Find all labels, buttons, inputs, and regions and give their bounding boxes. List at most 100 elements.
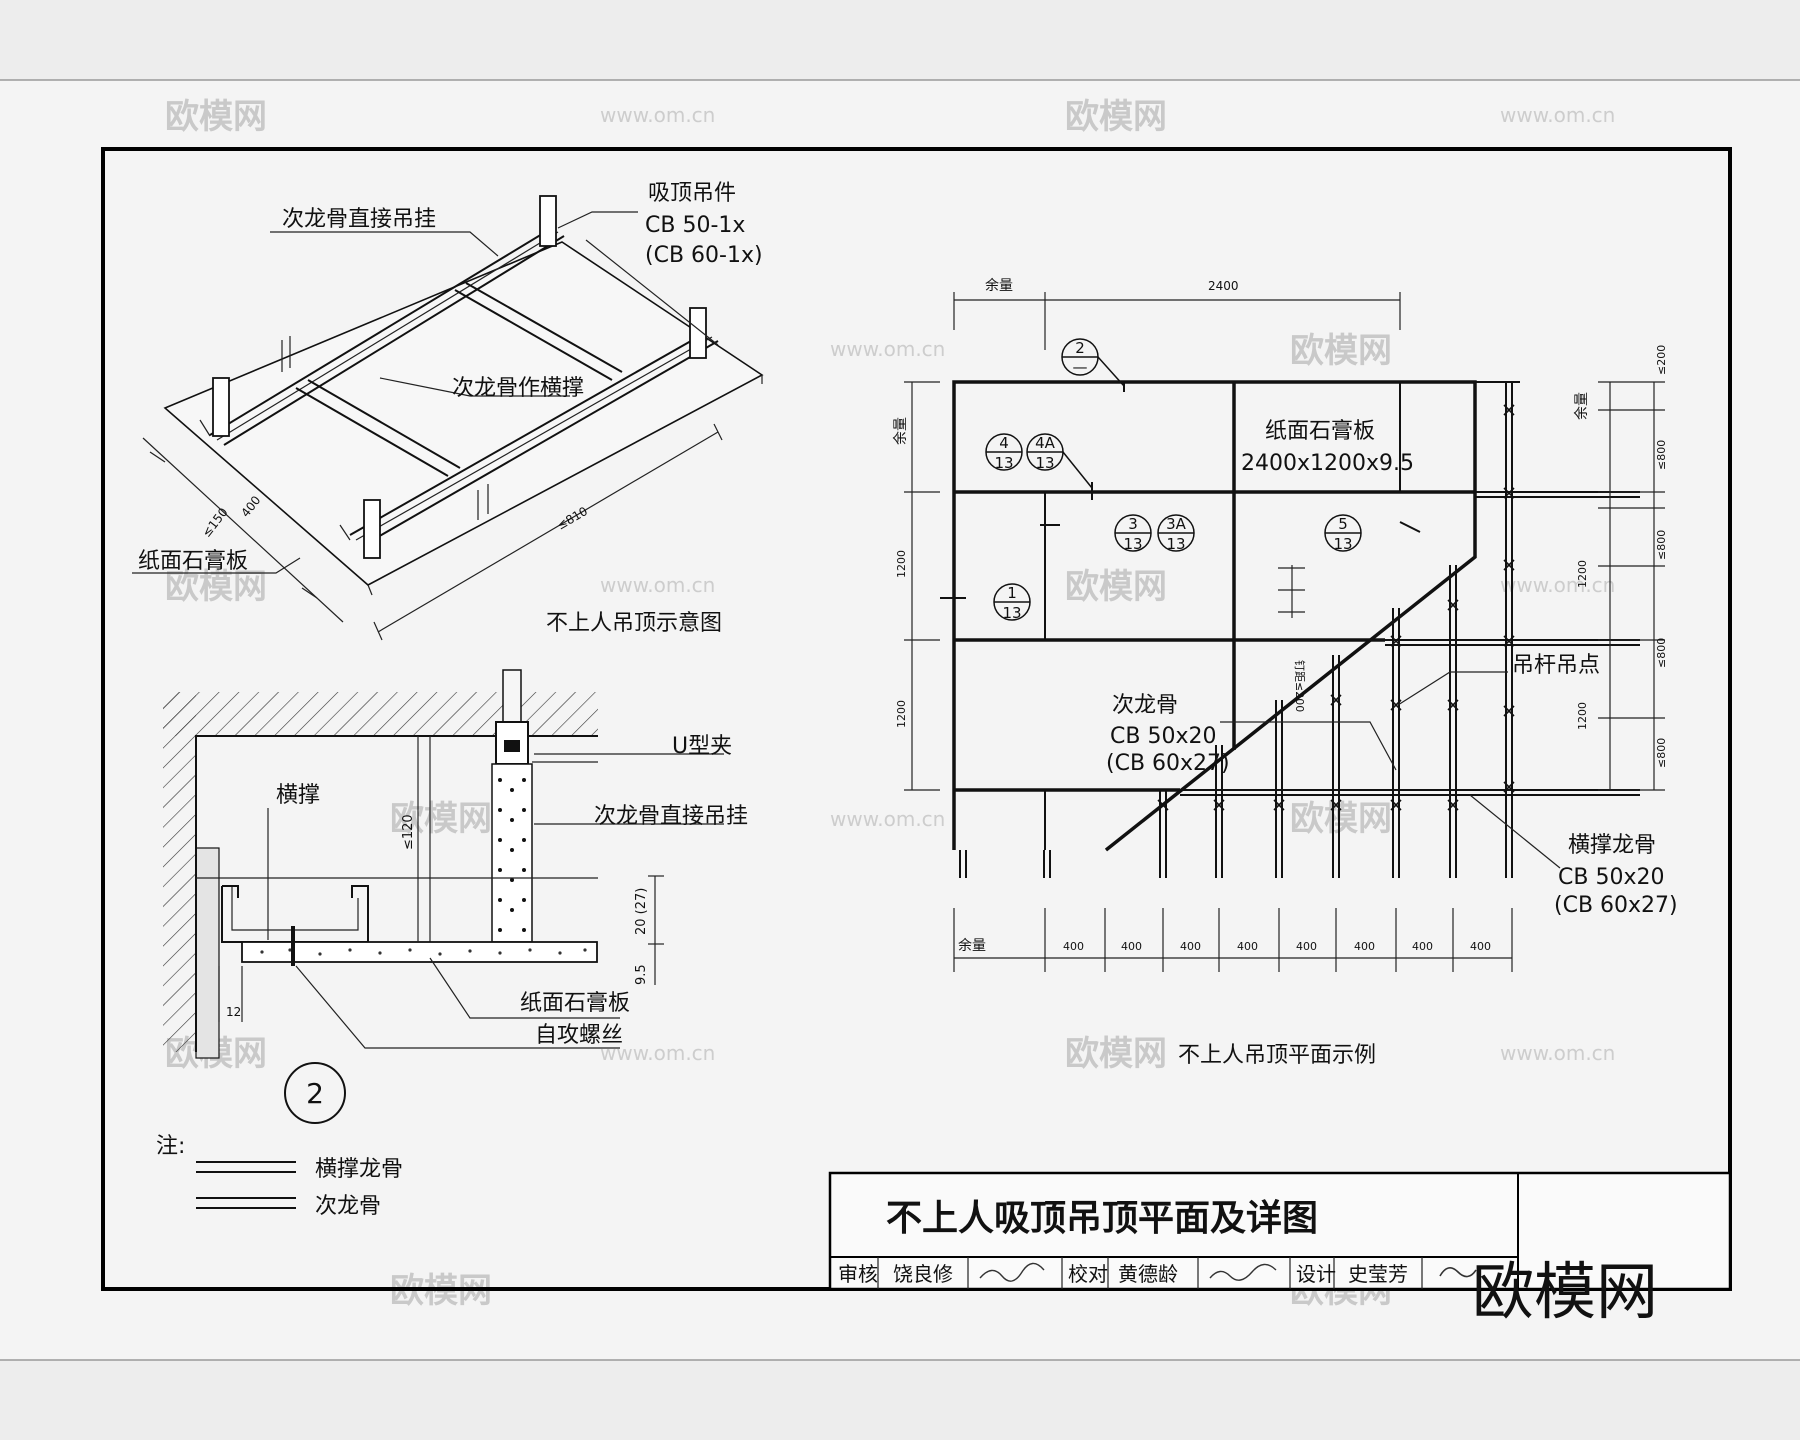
section-bubbles <box>985 338 1362 621</box>
wall <box>163 692 196 1052</box>
detail-marker <box>284 1062 346 1124</box>
watermark-text: 欧模网 <box>1065 1034 1167 1074</box>
signature <box>1439 1267 1477 1278</box>
watermark-url: www.om.cn <box>830 807 945 831</box>
bubble-bottom: 13 <box>1333 535 1352 553</box>
isometric-caption: 不上人吊顶示意图 <box>546 611 722 636</box>
secondary-label: 次龙骨 <box>1112 693 1178 718</box>
svg-text:400: 400 <box>1063 940 1084 953</box>
plan-board-label: 纸面石膏板 <box>1265 419 1375 444</box>
detail-number: 2 <box>306 1077 324 1110</box>
designer: 史莹芳 <box>1348 1262 1408 1286</box>
svg-text:≤800: ≤800 <box>1655 738 1668 768</box>
section-detail: ≤120 20 (27) 9.5 12 横撑 U型夹 次龙骨直接吊挂 纸面石膏板… <box>163 669 748 1124</box>
watermark-text: 欧模网 <box>165 97 267 137</box>
bubble-top: 2 <box>1075 339 1085 357</box>
svg-text:400: 400 <box>1296 940 1317 953</box>
check-label: 校对 <box>1068 1262 1108 1286</box>
watermark-text: 欧模网 <box>390 799 492 839</box>
svg-text:400: 400 <box>1237 940 1258 953</box>
wall-finish <box>195 847 220 1059</box>
legend-secondary: 次龙骨 <box>315 1194 381 1219</box>
label-direct-hang: 次龙骨直接吊挂 <box>594 804 748 829</box>
spacing-note: 钉距≤200 <box>1293 660 1306 712</box>
brace-label: 横撑龙骨 <box>1568 833 1656 858</box>
legend: 注: 横撑龙骨 次龙骨 <box>156 1134 403 1219</box>
svg-text:≤800: ≤800 <box>1655 440 1668 470</box>
bubble-bottom: — <box>1073 358 1088 376</box>
label-board: 纸面石膏板 <box>138 549 248 574</box>
svg-text:1200: 1200 <box>1576 702 1589 730</box>
plan-view: 钉距≤200 余量 2400 余量 1200 1200 <box>892 277 1678 1068</box>
design-label: 设计 <box>1296 1262 1336 1286</box>
sheet-title: 不上人吸顶吊顶平面及详图 <box>886 1198 1318 1239</box>
svg-text:20 (27): 20 (27) <box>634 888 649 935</box>
svg-text:400: 400 <box>1470 940 1491 953</box>
label-hanger-code1: CB 50-1x <box>645 213 745 238</box>
brace-code1: CB 50x20 <box>1558 865 1664 890</box>
svg-text:≤800: ≤800 <box>1655 530 1668 560</box>
bubble-top: 1 <box>1007 584 1017 602</box>
bubble-top: 4A <box>1035 434 1056 452</box>
watermark-url: www.om.cn <box>1500 1041 1615 1065</box>
label-screw: 自攻螺丝 <box>535 1023 623 1048</box>
hanger-point-label: 吊杆吊点 <box>1512 653 1600 678</box>
watermark-url: www.om.cn <box>600 103 715 127</box>
watermark-text: 欧模网 <box>1290 331 1392 371</box>
label-u-clip: U型夹 <box>672 734 732 759</box>
secondary-code2: (CB 60x27) <box>1106 751 1230 776</box>
label-direct-hang: 次龙骨直接吊挂 <box>282 207 436 232</box>
watermark-url: www.om.cn <box>600 1041 715 1065</box>
plan-board-size: 2400x1200x9.5 <box>1241 451 1414 476</box>
plan-caption: 不上人吊顶平面示例 <box>1178 1043 1376 1068</box>
label-brace: 横撑 <box>276 783 320 808</box>
bubble-top: 3 <box>1128 515 1138 533</box>
svg-text:1200: 1200 <box>1576 560 1589 588</box>
svg-text:400: 400 <box>1354 940 1375 953</box>
svg-text:≤800: ≤800 <box>1655 638 1668 668</box>
bubble-top: 4 <box>999 434 1009 452</box>
signature <box>979 1262 1045 1282</box>
left-margin: 余量 <box>892 417 909 445</box>
label-hanger-code2: (CB 60-1x) <box>645 243 763 268</box>
watermark-url: www.om.cn <box>1500 573 1615 597</box>
review-label: 审核 <box>838 1262 878 1286</box>
bubble-bottom: 13 <box>1035 454 1054 472</box>
label-hanger: 吸顶吊件 <box>648 181 736 206</box>
title-block: 不上人吸顶吊顶平面及详图 审核 饶良修 校对 黄德龄 设计 史莹芳 <box>828 1171 1732 1291</box>
svg-text:400: 400 <box>1412 940 1433 953</box>
svg-text:1200: 1200 <box>895 700 908 728</box>
top-margin: 余量 <box>985 277 1013 294</box>
watermark-text: 欧模网 <box>1065 97 1167 137</box>
bottom-margin: 余量 <box>958 937 986 954</box>
top-width: 2400 <box>1208 279 1239 293</box>
legend-brace: 横撑龙骨 <box>315 1157 403 1182</box>
secondary-code1: CB 50x20 <box>1110 724 1216 749</box>
svg-text:9.5: 9.5 <box>634 964 649 985</box>
label-board: 纸面石膏板 <box>520 991 630 1016</box>
watermark-url: www.om.cn <box>830 337 945 361</box>
svg-text:1200: 1200 <box>895 550 908 578</box>
label-cross-brace: 次龙骨作横撑 <box>452 376 584 401</box>
gypsum-board <box>241 941 598 963</box>
svg-text:≤200: ≤200 <box>1655 345 1668 375</box>
bubble-bottom: 13 <box>994 454 1013 472</box>
ceiling-slab <box>163 692 598 736</box>
signature <box>1209 1263 1277 1281</box>
watermark-text: 欧模网 <box>1290 799 1392 839</box>
u-clip <box>491 763 533 943</box>
watermark-url: www.om.cn <box>600 573 715 597</box>
watermark-text: 欧模网 <box>165 567 267 607</box>
reviewer: 饶良修 <box>893 1262 953 1286</box>
bubble-bottom: 13 <box>1002 604 1021 622</box>
watermark-url: www.om.cn <box>1500 103 1615 127</box>
isometric-view: 400 ≤150 ≤810 次龙骨直接吊挂 吸顶吊件 CB 50-1x (CB … <box>132 181 764 641</box>
bubble-top: 3A <box>1166 515 1187 533</box>
svg-text:≤120: ≤120 <box>401 814 416 850</box>
checker: 黄德龄 <box>1118 1262 1178 1286</box>
hanger-points <box>1157 404 1515 811</box>
svg-text:400: 400 <box>1121 940 1142 953</box>
brace-code2: (CB 60x27) <box>1554 893 1678 918</box>
bubble-top: 5 <box>1338 515 1348 533</box>
